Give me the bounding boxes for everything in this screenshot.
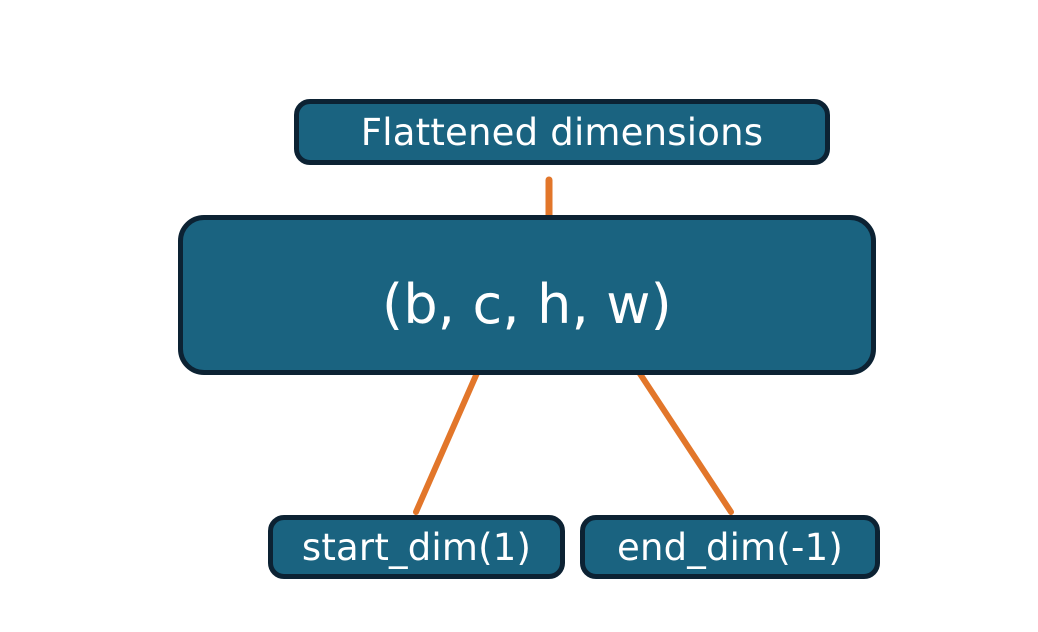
flattened-dimensions-label: Flattened dimensions	[360, 110, 764, 154]
tensor-shape-label: (b, c, h, w)	[382, 273, 672, 336]
flattened-dimensions-node[interactable]: Flattened dimensions	[294, 99, 830, 165]
start-dim-node[interactable]: start_dim(1)	[268, 515, 565, 579]
tensor-shape-node[interactable]: (b, c, h, w)	[178, 215, 876, 375]
end-dim-label: end_dim(-1)	[617, 525, 843, 569]
start-dim-label: start_dim(1)	[301, 525, 532, 569]
end-dim-node[interactable]: end_dim(-1)	[580, 515, 880, 579]
